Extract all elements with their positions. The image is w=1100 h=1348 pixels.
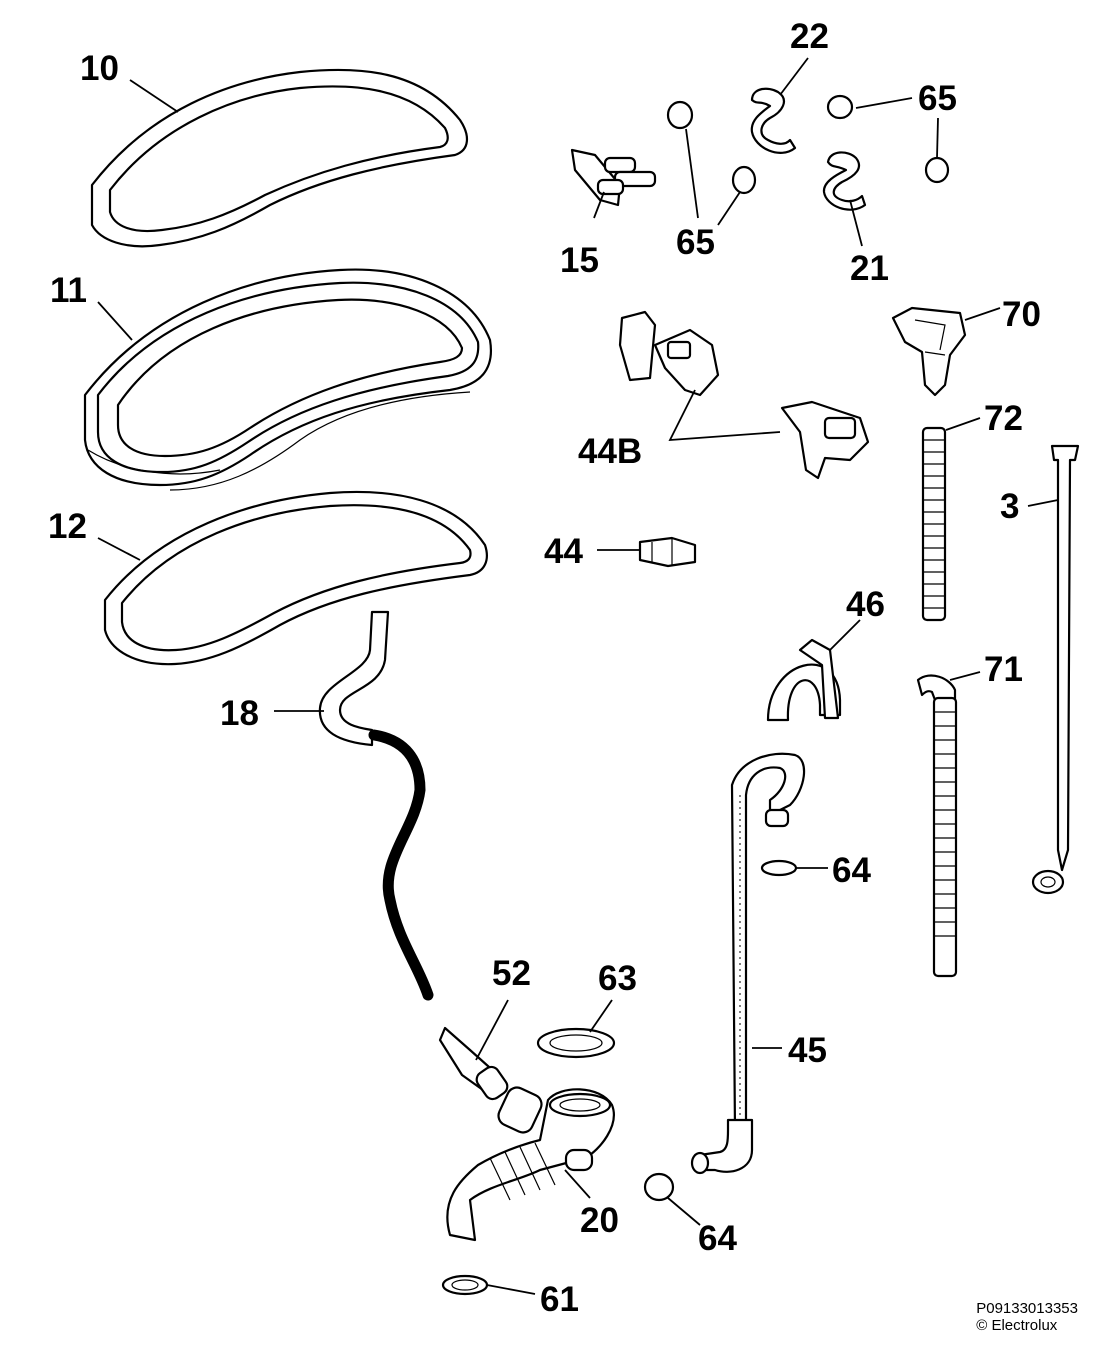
part-52-sensor [438, 1026, 509, 1101]
part-72-corrugated-tube [921, 426, 947, 622]
label-72: 72 [984, 399, 1023, 438]
label-70: 70 [1002, 295, 1041, 334]
label-63: 63 [598, 959, 637, 998]
part-21-hose [822, 151, 867, 211]
label-46: 46 [846, 585, 885, 624]
diagram-code: P09133013353 [976, 1300, 1078, 1317]
label-12: 12 [48, 507, 87, 546]
part-10-gasket-frame [90, 68, 468, 248]
label-65-b: 65 [918, 79, 957, 118]
label-3: 3 [1000, 487, 1019, 526]
part-3-rod [1031, 444, 1080, 895]
part-11-tub-bellows [83, 268, 493, 491]
label-52: 52 [492, 954, 531, 993]
part-18-drain-hose [318, 610, 434, 1001]
label-65-a: 65 [676, 223, 715, 262]
part-65-rings [666, 94, 950, 195]
label-15: 15 [560, 241, 599, 280]
part-44B-clips [618, 310, 870, 480]
label-45: 45 [788, 1031, 827, 1070]
label-18: 18 [220, 694, 259, 733]
label-64-a: 64 [832, 851, 871, 890]
part-20-sump-hose [446, 1086, 615, 1242]
label-22: 22 [790, 17, 829, 56]
label-71: 71 [984, 650, 1023, 689]
label-20: 20 [580, 1201, 619, 1240]
part-labels: 10 11 12 15 65 65 22 65 21 70 44B 72 3 4… [48, 17, 1041, 1319]
part-61-ring [441, 1274, 489, 1296]
part-63-clamp-ring [536, 1027, 616, 1059]
copyright-text: © Electrolux [976, 1317, 1058, 1334]
part-15-valve [570, 148, 657, 207]
part-45-corrugated-hose [690, 752, 806, 1175]
copyright-footer: P09133013353 © Electrolux [976, 1300, 1078, 1334]
part-46-u-hose [766, 638, 842, 722]
label-64-b: 64 [698, 1219, 737, 1258]
label-61: 61 [540, 1280, 579, 1319]
part-22-hose [750, 87, 797, 154]
part-44-clip [638, 536, 697, 568]
part-12-gasket-frame [103, 490, 488, 666]
part-64-rings [643, 859, 798, 1202]
label-10: 10 [80, 49, 119, 88]
leader-lines [97, 57, 1059, 1295]
label-44B: 44B [578, 432, 642, 471]
label-44: 44 [544, 532, 583, 571]
label-21: 21 [850, 249, 889, 288]
label-11: 11 [50, 271, 87, 310]
part-71-pipe [916, 674, 958, 978]
part-70-connector [891, 306, 967, 397]
